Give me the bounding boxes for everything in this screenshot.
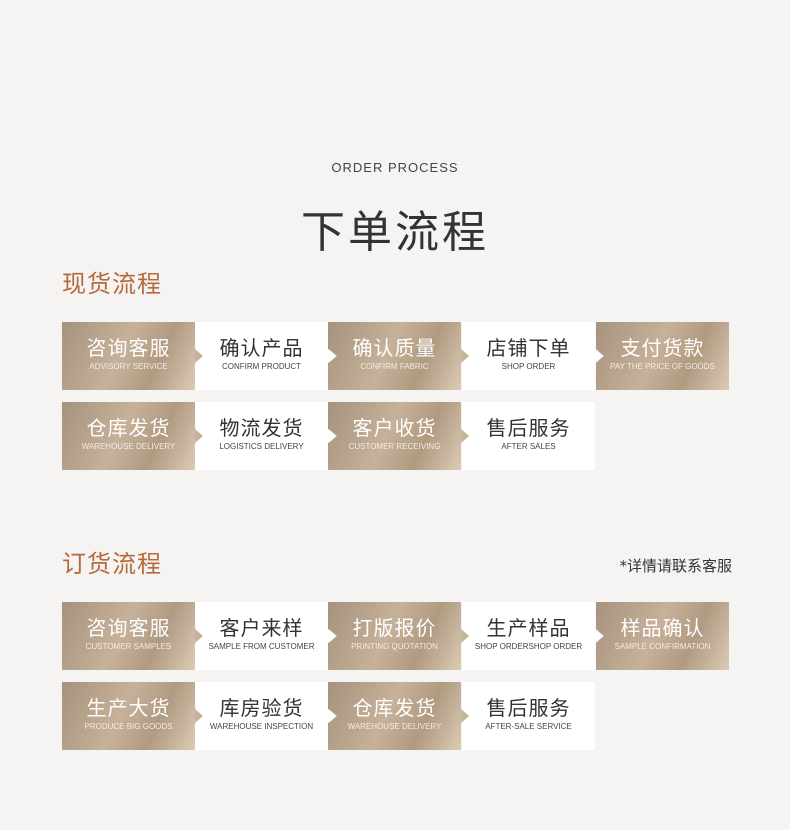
header-subtitle: ORDER PROCESS <box>331 160 459 175</box>
step-sample-from-customer: 客户来样 SAMPLE FROM CUSTOMER <box>195 602 337 670</box>
step-subtitle: SAMPLE CONFIRMATION <box>614 642 711 651</box>
arrow-right-icon <box>595 349 603 363</box>
step-confirm-product: 确认产品 CONFIRM PRODUCT <box>195 322 337 390</box>
step-subtitle: SAMPLE FROM CUSTOMER <box>208 642 315 651</box>
step-subtitle: WAREHOUSE INSPECTION <box>209 722 314 731</box>
arrow-right-icon <box>328 629 336 643</box>
step-confirm-fabric: 确认质量 CONFIRM FABRIC <box>328 322 469 390</box>
step-title: 物流发货 <box>219 416 304 440</box>
step-title: 店铺下单 <box>486 336 571 360</box>
step-subtitle: PRINTING QUOTATION <box>351 642 438 651</box>
arrow-right-icon <box>195 709 203 723</box>
step-printing-quotation: 打版报价 PRINTING QUOTATION <box>328 602 469 670</box>
step-title: 咨询客服 <box>86 336 171 360</box>
order-section-title: 订货流程 <box>62 550 162 578</box>
step-subtitle: CUSTOMER RECEIVING <box>348 442 441 451</box>
arrow-right-icon <box>328 429 336 443</box>
arrow-right-icon <box>461 349 469 363</box>
page-title: 下单流程 <box>301 207 489 258</box>
step-title: 仓库发货 <box>352 696 437 720</box>
step-customer-samples: 咨询客服 CUSTOMER SAMPLES <box>62 602 203 670</box>
step-subtitle: AFTER SALES <box>501 442 556 451</box>
arrow-right-icon <box>461 429 469 443</box>
step-sample-confirmation: 样品确认 SAMPLE CONFIRMATION <box>596 602 729 670</box>
step-warehouse-inspection: 库房验货 WAREHOUSE INSPECTION <box>195 682 337 750</box>
step-title: 生产大货 <box>86 696 171 720</box>
step-subtitle: CONFIRM FABRIC <box>360 362 429 371</box>
step-warehouse-delivery: 仓库发货 WAREHOUSE DELIVERY <box>328 682 469 750</box>
step-title: 客户来样 <box>219 616 304 640</box>
step-subtitle: CONFIRM PRODUCT <box>221 362 302 371</box>
arrow-right-icon <box>195 429 203 443</box>
step-subtitle: SHOP ORDER <box>501 362 556 371</box>
step-customer-receiving: 客户收货 CUSTOMER RECEIVING <box>328 402 469 470</box>
step-title: 生产样品 <box>486 616 571 640</box>
step-shop-order: 店铺下单 SHOP ORDER <box>462 322 604 390</box>
step-title: 确认产品 <box>219 336 304 360</box>
step-title: 售后服务 <box>486 696 571 720</box>
step-title: 客户收货 <box>352 416 437 440</box>
step-title: 售后服务 <box>486 416 571 440</box>
step-subtitle: WAREHOUSE DELIVERY <box>81 442 176 451</box>
step-advisory-service: 咨询客服 ADVISORY SERVICE <box>62 322 203 390</box>
step-subtitle: SHOP ORDERSHOP ORDER <box>474 642 583 651</box>
arrow-right-icon <box>595 629 603 643</box>
step-title: 库房验货 <box>219 696 304 720</box>
step-subtitle: LOGISTICS DELIVERY <box>219 442 304 451</box>
arrow-right-icon <box>461 629 469 643</box>
step-after-sales: 售后服务 AFTER SALES <box>462 402 595 470</box>
step-title: 打版报价 <box>352 616 437 640</box>
step-subtitle: PAY THE PRICE OF GOODS <box>610 362 715 371</box>
step-title: 确认质量 <box>352 336 437 360</box>
step-subtitle: PRODUCE BIG GOODS <box>84 722 173 731</box>
arrow-right-icon <box>195 349 203 363</box>
step-title: 样品确认 <box>620 616 705 640</box>
step-produce-samples: 生产样品 SHOP ORDERSHOP ORDER <box>462 602 604 670</box>
step-title: 咨询客服 <box>86 616 171 640</box>
arrow-right-icon <box>328 349 336 363</box>
step-warehouse-delivery: 仓库发货 WAREHOUSE DELIVERY <box>62 402 203 470</box>
step-subtitle: CUSTOMER SAMPLES <box>85 642 172 651</box>
step-subtitle: AFTER-SALE SERVICE <box>485 722 572 731</box>
arrow-right-icon <box>461 709 469 723</box>
step-title: 支付货款 <box>620 336 705 360</box>
contact-note: *详情请联系客服 <box>619 557 732 575</box>
step-produce-big-goods: 生产大货 PRODUCE BIG GOODS <box>62 682 203 750</box>
spot-section-title: 现货流程 <box>62 270 162 298</box>
step-after-sale-service: 售后服务 AFTER-SALE SERVICE <box>462 682 595 750</box>
step-logistics-delivery: 物流发货 LOGISTICS DELIVERY <box>195 402 337 470</box>
step-subtitle: ADVISORY SERVICE <box>89 362 168 371</box>
step-subtitle: WAREHOUSE DELIVERY <box>347 722 442 731</box>
arrow-right-icon <box>328 709 336 723</box>
step-title: 仓库发货 <box>86 416 171 440</box>
step-pay-goods: 支付货款 PAY THE PRICE OF GOODS <box>596 322 729 390</box>
arrow-right-icon <box>195 629 203 643</box>
